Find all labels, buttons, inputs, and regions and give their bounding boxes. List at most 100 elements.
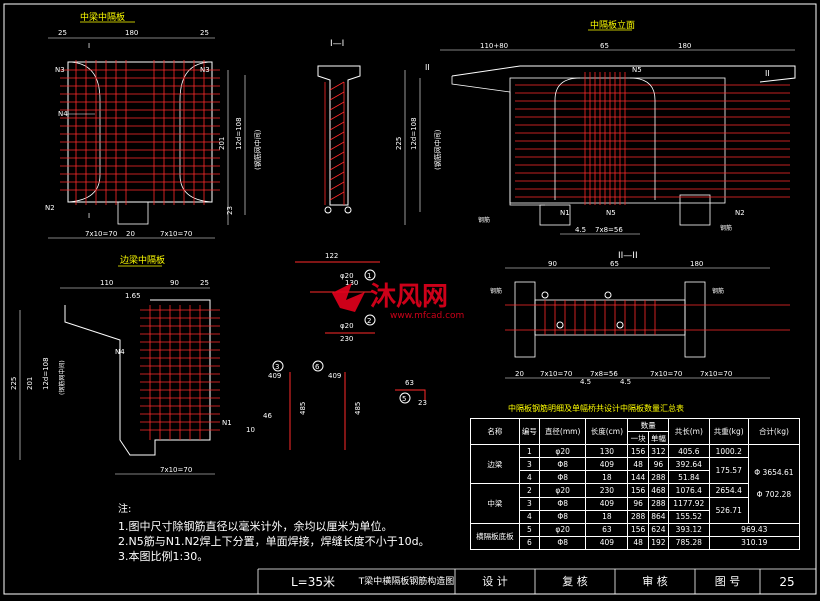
mid-beam-diaphragm-view: 中梁中隔板 25 180 25 I N3 N3 — [45, 11, 262, 239]
dim-20-mid: 20 — [126, 230, 135, 238]
cell: 288 — [647, 470, 670, 485]
title-approve: 审 核 — [642, 575, 668, 588]
dim-225: 225 — [395, 137, 403, 150]
dim-12d-2: 12d=108 — [410, 117, 418, 150]
cell: 1000.2 — [708, 444, 749, 459]
cell: 1177.92 — [668, 496, 710, 511]
label-n4: N4 — [58, 110, 68, 118]
bar-409-b: 409 — [328, 372, 341, 380]
dim-225-edge: 225 — [10, 377, 18, 390]
cell: 2654.4 — [708, 483, 749, 498]
sec-dim-180: 180 — [690, 260, 703, 268]
side-note-mid: (钢筋网中间) — [253, 129, 262, 170]
quantity-table: 名称 编号 直径(mm) 长度(cm) 数量 共长(m) 共重(kg) 合计(k… — [470, 417, 801, 551]
dim-7x8: 7x8=56 — [595, 226, 623, 234]
th-total-len: 共长(m) — [668, 417, 710, 446]
cell: 409 — [585, 457, 629, 472]
section-ii-title: II—II — [618, 251, 638, 261]
sec-dim-45-r: 4.5 — [620, 378, 631, 386]
label-n5-top: N5 — [632, 66, 642, 74]
cell: φ20 — [539, 444, 587, 459]
note-item: 1.图中尺寸除钢筋直径以毫米计外，余均以厘米为单位。 — [118, 520, 393, 533]
cell: 969.43 — [708, 522, 801, 537]
cell: 156 — [627, 483, 649, 498]
edge-beam-diaphragm-view: 边梁中隔板 110 90 25 1.65 N4 N1 225 201 12d=1… — [10, 254, 232, 475]
dim-180: 180 — [125, 29, 138, 37]
sec-dim-7x10-l: 7x10=70 — [540, 370, 572, 378]
table-row: 边梁 1 φ20 130 156 312 405.6 1000.2 Φ 3654… — [470, 444, 801, 524]
cell-part: 横隔板底板 — [470, 522, 520, 551]
section-i-title: I—I — [330, 39, 344, 49]
cell: 48 — [627, 535, 649, 551]
dim-65: 65 — [600, 42, 609, 50]
sec-dim-7x10-r: 7x10=70 — [650, 370, 682, 378]
title-drawing-name: T梁中横隔板钢筋构造图 — [358, 577, 455, 587]
cell: φ20 — [539, 522, 587, 537]
cell: 2 — [518, 483, 541, 498]
th-qty-one: 一块 — [627, 431, 649, 446]
dim-180-elev: 180 — [678, 42, 691, 50]
cell: 785.28 — [668, 535, 710, 551]
cell: 51.84 — [668, 470, 710, 485]
dim-110-80: 110+80 — [480, 42, 508, 50]
cell: 526.71 — [708, 496, 749, 524]
circle-3: 3 — [275, 363, 279, 371]
cell: Φ8 — [539, 509, 587, 524]
dim-25-right: 25 — [200, 29, 209, 37]
cell: 409 — [585, 496, 629, 511]
sec-dim-65: 65 — [610, 260, 619, 268]
bar-46: 46 — [263, 412, 272, 420]
sum-edge-phi8: Φ 702.28 — [756, 490, 792, 500]
table-row: 横隔板底板 5 φ20 63 156 624 393.12 969.43 — [470, 522, 801, 551]
bar-122: 122 — [325, 252, 338, 260]
circle-5: 5 — [402, 395, 406, 403]
circle-1: 1 — [367, 272, 371, 280]
cell: Φ8 — [539, 470, 587, 485]
cell: 864 — [647, 509, 670, 524]
cell: 624 — [647, 522, 670, 537]
note-item: 2.N5筋与N1.N2焊上下分置，单面焊接，焊缝长度不小于10d。 — [118, 535, 430, 548]
cell: 18 — [585, 470, 629, 485]
cell: 18 — [585, 509, 629, 524]
circle-6: 6 — [315, 363, 320, 371]
watermark-url: www.mfcad.com — [390, 311, 464, 321]
sec-dim-90: 90 — [548, 260, 557, 268]
cell: 144 — [627, 470, 649, 485]
edge-beam-title: 边梁中隔板 — [120, 254, 165, 266]
section-ii-ii-view: II—II 90 65 180 钢筋 钢筋 20 7x10=70 4.5 7x8… — [490, 251, 790, 386]
cell: 155.52 — [668, 509, 710, 524]
cell: Φ8 — [539, 496, 587, 511]
title-page-number: 25 — [779, 575, 795, 589]
title-block: L=35米 T梁中横隔板钢筋构造图 设 计 复 核 审 核 图 号 25 — [258, 569, 814, 595]
dim-110-edge: 110 — [100, 279, 113, 287]
label-n3-left: N3 — [55, 66, 65, 74]
dim-12d: 12d=108 — [235, 117, 243, 150]
th-sum: 合计(kg) — [747, 417, 801, 446]
title-block-frame — [257, 568, 816, 594]
cell: 130 — [585, 444, 629, 459]
rebar-details: 122 φ20 130 1 2 φ20 230 3 409 485 6 409 … — [246, 252, 427, 450]
notes-header: 注: — [118, 504, 132, 515]
cell: 1076.4 — [668, 483, 710, 498]
title-drawing-no-label: 图 号 — [714, 575, 741, 588]
sec-dim-20: 20 — [515, 370, 524, 378]
elevation-vertical-dims: 225 12d=108 (钢筋网中间) II — [395, 63, 442, 225]
drawing-border — [3, 3, 817, 595]
cell: 156 — [627, 444, 649, 459]
title-design: 设 计 — [482, 575, 508, 588]
cell: Φ8 — [539, 457, 587, 472]
cell: φ20 — [539, 483, 587, 498]
bar-23: 23 — [418, 399, 427, 407]
watermark-brand: 沐风网 — [370, 282, 448, 312]
cell: 6 — [518, 535, 541, 551]
drawing-notes: 注: 1.图中尺寸除钢筋直径以毫米计外，余均以厘米为单位。 2.N5筋与N1.N… — [118, 502, 430, 564]
phi20-b: φ20 — [340, 322, 354, 330]
cell-part: 边梁 — [470, 444, 520, 485]
cell: 5 — [518, 522, 541, 537]
label-n5-bottom: N5 — [606, 209, 616, 217]
dim-7x10-left: 7x10=70 — [85, 230, 117, 238]
bar-10: 10 — [246, 426, 255, 434]
dim-25-edge: 25 — [200, 279, 209, 287]
dim-201-edge: 201 — [26, 377, 34, 390]
